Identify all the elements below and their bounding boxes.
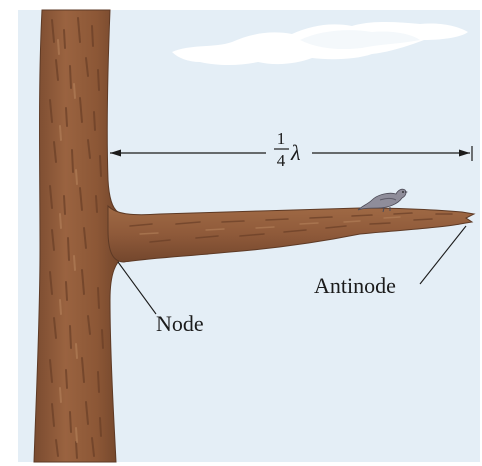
branch-texture <box>129 212 453 243</box>
tree-branch <box>107 204 476 263</box>
trunk-highlights <box>57 39 78 443</box>
branch-highlights <box>139 216 401 235</box>
bird-icon <box>357 188 408 213</box>
antinode-leader-line <box>419 225 467 285</box>
wavelength-symbol: λ <box>290 140 301 165</box>
antinode-label: Antinode <box>314 273 396 298</box>
trunk-texture <box>49 17 104 459</box>
fraction-denominator: 4 <box>277 151 286 170</box>
node-leader-line <box>117 261 157 315</box>
fraction-numerator: 1 <box>277 129 286 148</box>
quarter-wavelength-dimension <box>110 146 473 161</box>
cloud <box>172 22 468 65</box>
tree-trunk <box>33 9 125 463</box>
node-label: Node <box>156 311 204 336</box>
